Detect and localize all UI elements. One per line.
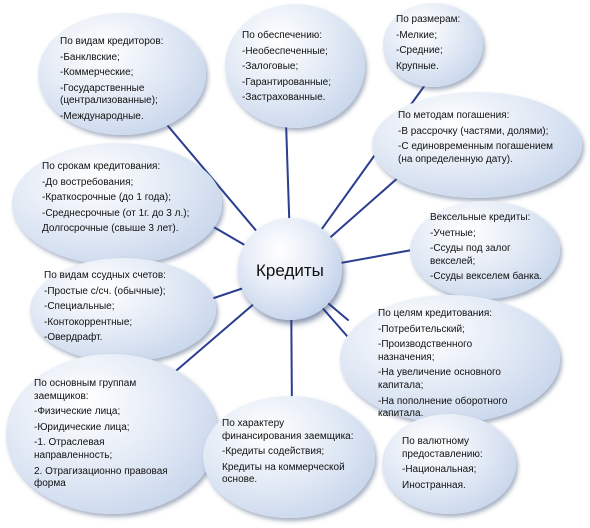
node-purposes-item-4: -На пополнение оборотного капитала. (378, 395, 508, 420)
node-accounts-text: По видам ссудных счетов: -Простые с/сч. … (44, 270, 204, 348)
node-purposes-item-2: -Производственного назначения; (378, 339, 473, 363)
node-accounts-title: По видам ссудных счетов: (44, 270, 166, 281)
node-bills-item-1: -Учетные; (430, 227, 476, 239)
node-creditors-title: По видам кредиторов: (60, 36, 164, 47)
node-currency-text: По валютному предоставлению: -Национальн… (402, 436, 512, 495)
node-bills-item-2: -Ссуды под залог векселей; (430, 243, 511, 267)
node-security-item-3: -Гарантированные; (242, 76, 332, 88)
node-bills-title: Вексельные кредиты: (430, 212, 531, 223)
node-bills-text: Вексельные кредиты: -Учетные; -Ссуды под… (430, 212, 550, 287)
node-creditors (38, 13, 206, 135)
node-borrowers-item-3: -1. Отраслевая направленность; (34, 437, 113, 461)
node-repayment-item-1: -В рассрочку (частями, долями); (398, 125, 549, 137)
node-terms-item-3: -Среднесрочные (от 1г. до 3 л.); (42, 207, 190, 219)
node-borrowers-item-2: -Юридические лица; (34, 421, 130, 433)
node-security-text: По обеспечению: -Необеспеченные; -Залого… (242, 30, 352, 108)
center-node (238, 218, 342, 320)
node-security-item-4: -Застрахованные. (242, 92, 326, 104)
node-terms-item-2: -Краткосрочные (до 1 года); (42, 192, 171, 204)
node-security-item-2: -Залоговые; (242, 61, 299, 73)
node-size-item-3: Крупные. (396, 60, 439, 72)
node-size-item-2: -Средние; (396, 45, 443, 57)
node-creditors-item-4: -Международные. (60, 110, 144, 122)
node-security-item-1: -Необеспеченные; (242, 45, 328, 57)
node-creditors-item-2: -Коммерческие; (60, 67, 134, 79)
node-currency (382, 414, 516, 514)
node-accounts-item-2: -Специальные; (44, 301, 115, 313)
node-security-title: По обеспечению: (242, 30, 323, 41)
center-node-label: Кредиты (256, 261, 324, 280)
node-security (225, 4, 365, 128)
node-size-item-1: -Мелкие; (396, 29, 438, 41)
node-borrowers-item-4: 2. Отрагизационно правовая форма (34, 465, 168, 490)
node-purposes (340, 295, 560, 423)
node-repayment (372, 92, 582, 198)
node-borrowers-title: По основным группам заемщиков: (34, 378, 137, 402)
node-creditors-item-1: -Банклвские; (60, 51, 120, 63)
node-terms-title: По срокам кредитования: (42, 161, 161, 172)
node-bills (410, 201, 560, 299)
node-purposes-title: По целям кредитования: (378, 308, 493, 319)
node-terms-text: По срокам кредитования: -До востребовани… (42, 161, 204, 239)
node-terms (12, 143, 222, 265)
node-terms-item-1: -До востребования; (42, 176, 134, 188)
node-borrowers-item-1: -Физические лица; (34, 406, 121, 418)
node-size-text: По размерам: -Мелкие; -Средние; Крупные. (396, 14, 476, 76)
node-financing-item-2: Кредиты на коммерческой основе. (222, 461, 345, 486)
node-terms-item-4: Долгосрочные (свыше 3 лет). (42, 223, 179, 235)
node-accounts (30, 258, 216, 362)
node-bills-item-3: -Ссуды векселем банка. (430, 271, 543, 283)
node-repayment-text: По методам погашения: -В рассрочку (част… (398, 110, 568, 169)
node-currency-item-2: Иностранная. (402, 479, 466, 491)
node-purposes-item-3: -На увеличение основного капитала; (378, 367, 501, 391)
node-financing-item-1: -Кредиты содействия; (222, 446, 325, 458)
node-purposes-text: По целям кредитования: -Потребительский;… (378, 308, 528, 424)
node-financing-text: По характеру финансирования заемщика: -К… (222, 418, 360, 490)
node-financing (203, 396, 375, 518)
node-borrowers (6, 354, 218, 514)
node-size (383, 3, 483, 87)
node-accounts-item-1: -Простые с/сч. (обычные); (44, 285, 166, 297)
node-creditors-item-3: -Государственные (централизованные); (60, 82, 158, 107)
node-accounts-item-3: -Контокоррентные; (44, 316, 133, 328)
node-repayment-item-2: -С единовременным погашением (на определ… (398, 141, 554, 165)
node-borrowers-text: По основным группам заемщиков: -Физическ… (34, 378, 184, 494)
node-size-title: По размерам: (396, 14, 461, 25)
node-repayment-title: По методам погашения: (398, 110, 510, 121)
node-creditors-text: По видам кредиторов: -Банклвские; -Комме… (60, 36, 190, 127)
node-currency-item-1: -Национальная; (402, 464, 477, 476)
node-purposes-item-1: -Потребительский; (378, 323, 465, 335)
node-financing-title: По характеру финансирования заемщика: (222, 418, 354, 442)
node-accounts-item-4: -Овердрафт. (44, 332, 103, 344)
node-currency-title: По валютному предоставлению: (402, 436, 483, 460)
